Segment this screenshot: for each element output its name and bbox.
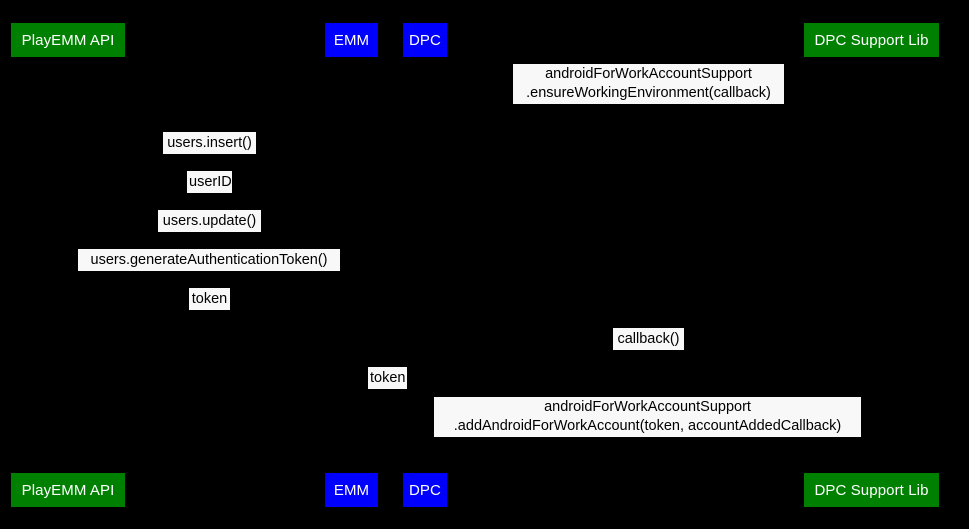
participant-playemm-api-header: PlayEMM API [11,23,125,57]
message-label-line: .addAndroidForWorkAccount(token, account… [453,418,842,434]
lifeline-emm [351,57,352,473]
message-arrow-5 [68,271,351,272]
message-arrow-4 [68,232,351,233]
message-arrow-3 [68,193,351,194]
participant-dpc-header: DPC [403,23,447,57]
message-label-1: androidForWorkAccountSupport .ensureWorki… [513,64,784,104]
message-label-5: users.generateAuthenticationToken() [78,249,340,271]
message-label-line: token [191,291,228,307]
message-label-6: token [189,288,230,310]
participant-dpc-support-lib-footer: DPC Support Lib [804,473,939,507]
participant-dpc-support-lib-header: DPC Support Lib [804,23,939,57]
participant-dpc-footer: DPC [403,473,447,507]
message-label-line: users.generateAuthenticationToken() [90,252,328,268]
participant-emm-footer: EMM [325,473,378,507]
message-arrow-6 [68,310,351,311]
message-arrow-8 [351,389,425,390]
lifeline-dpc-support-lib [871,57,872,473]
message-arrow-2 [68,154,351,155]
message-label-9: androidForWorkAccountSupport .addAndroidF… [434,397,861,437]
participant-emm-header: EMM [325,23,378,57]
message-label-line: users.insert() [167,135,252,151]
message-label-2: users.insert() [163,132,256,154]
message-label-line: userID [189,174,232,190]
message-arrow-7 [425,350,871,351]
lifeline-dpc [425,57,426,473]
message-label-4: users.update() [158,210,261,232]
message-label-line: users.update() [162,213,257,229]
message-label-line: callback() [617,331,680,347]
message-label-7: callback() [613,328,684,350]
message-label-8: token [368,367,407,389]
message-arrow-9 [425,437,871,438]
message-label-line: token [370,370,406,386]
message-arrow-1 [425,104,871,105]
participant-playemm-api-footer: PlayEMM API [11,473,125,507]
message-label-line: androidForWorkAccountSupport [544,399,751,415]
message-label-line: .ensureWorkingEnvironment(callback) [526,85,771,101]
message-label-line: androidForWorkAccountSupport [545,66,752,82]
lifeline-playemm-api [68,57,69,473]
message-label-3: userID [187,171,232,193]
